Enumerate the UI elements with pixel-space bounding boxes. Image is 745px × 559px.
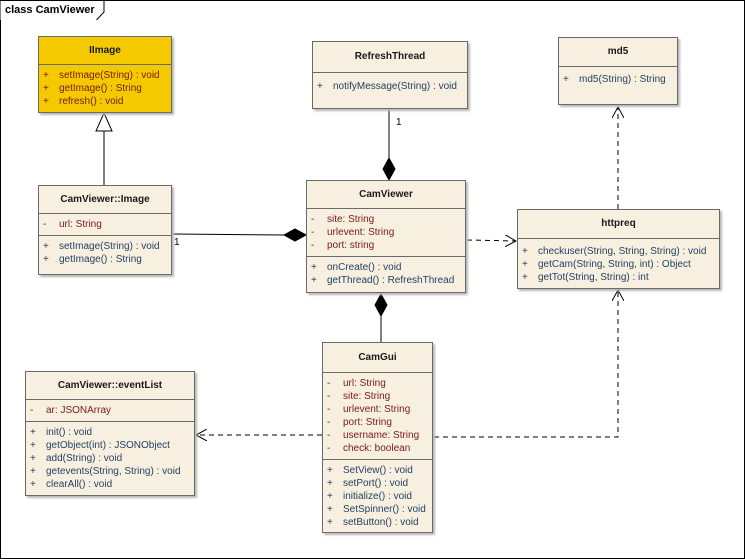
operations-section: +md5(String) : String <box>559 67 677 90</box>
dependency-camgui-httpreq <box>434 290 618 438</box>
operation: +add(String) : void <box>30 453 123 464</box>
attribute: -username: String <box>327 430 420 441</box>
class-name: CamViewer <box>307 181 465 209</box>
operation: +init() : void <box>30 427 93 438</box>
operations-section: +SetView() : void +setPort() : void +ini… <box>323 460 432 533</box>
operations-section: +setImage(String) : void +getImage() : S… <box>39 65 171 112</box>
operations-section: +init() : void +getObject(int) : JSONObj… <box>26 422 194 495</box>
class-name: CamViewer::Image <box>39 186 171 214</box>
operation: +initialize() : void <box>327 491 412 502</box>
multiplicity-refreshthread: 1 <box>396 117 402 128</box>
composition-image-camviewer <box>172 228 308 242</box>
class-httpreq[interactable]: httpreq +checkuser(String, String, Strin… <box>517 209 720 289</box>
operation: +notifyMessage(String) : void <box>317 81 457 92</box>
operations-section: +checkuser(String, String, String) : voi… <box>518 239 719 288</box>
operation: +refresh() : void <box>43 96 124 107</box>
operation: +getevents(String, String) : void <box>30 466 181 477</box>
attribute: -port: String <box>327 417 392 428</box>
frame-label: class CamViewer <box>5 4 95 16</box>
operation: +getImage() : String <box>43 83 142 94</box>
attribute: -site: String <box>311 214 375 225</box>
operations-section: +notifyMessage(String) : void <box>313 73 467 97</box>
operation: +setImage(String) : void <box>43 70 160 81</box>
operation: +getObject(int) : JSONObject <box>30 440 170 451</box>
attribute: -check: boolean <box>327 443 411 454</box>
class-md5[interactable]: md5 +md5(String) : String <box>558 37 678 105</box>
operation: +setButton() : void <box>327 517 419 528</box>
multiplicity-image: 1 <box>174 237 180 248</box>
class-name: CamViewer::eventList <box>26 372 194 400</box>
attribute: -url: String <box>43 219 102 230</box>
operation: +setImage(String) : void <box>43 241 160 252</box>
attributes-section: -site: String -urlevent: String -port: s… <box>307 209 465 257</box>
operations-section: +setImage(String) : void +getImage() : S… <box>39 236 171 270</box>
operation: +SetSpinner() : void <box>327 504 426 515</box>
realization-image-iimage <box>95 111 113 185</box>
operation: +md5(String) : String <box>563 74 666 85</box>
class-camviewer-image[interactable]: CamViewer::Image -url: String +setImage(… <box>38 185 172 275</box>
operation: +clearAll() : void <box>30 479 113 490</box>
composition-refreshthread-camviewer <box>382 109 396 182</box>
operation: +getTot(String, String) : int <box>522 272 649 283</box>
operation: +checkuser(String, String, String) : voi… <box>522 246 707 257</box>
class-camviewer[interactable]: CamViewer -site: String -urlevent: Strin… <box>306 180 466 293</box>
attribute: -urlevent: String <box>327 404 411 415</box>
operation: +getCam(String, String, int) : Object <box>522 259 691 270</box>
attribute: -site: String <box>327 391 391 402</box>
attribute: -ar: JSONArray <box>30 405 112 416</box>
attribute: -url: String <box>327 378 386 389</box>
class-name: CamGui <box>323 343 432 373</box>
class-refreshthread[interactable]: RefreshThread +notifyMessage(String) : v… <box>312 41 468 109</box>
operation: +onCreate() : void <box>311 262 402 273</box>
frame-tab <box>0 0 105 20</box>
attribute: -port: string <box>311 240 375 251</box>
class-iimage[interactable]: IImage +setImage(String) : void +getImag… <box>38 36 172 113</box>
operation: +getImage() : String <box>43 254 142 265</box>
attributes-section: -url: String <box>39 214 171 236</box>
class-camgui[interactable]: CamGui -url: String -site: String -urlev… <box>322 342 433 533</box>
dependency-camviewer-httpreq <box>466 240 516 241</box>
operations-section: +onCreate() : void +getThread() : Refres… <box>307 257 465 291</box>
class-name: IImage <box>39 37 171 65</box>
composition-camgui-camviewer <box>374 292 388 342</box>
class-name: httpreq <box>518 210 719 239</box>
attribute: -urlevent: String <box>311 227 395 238</box>
class-eventlist[interactable]: CamViewer::eventList -ar: JSONArray +ini… <box>25 371 195 496</box>
operation: +SetView() : void <box>327 465 413 476</box>
operation: +setPort() : void <box>327 478 409 489</box>
class-name: RefreshThread <box>313 42 467 73</box>
operation: +getThread() : RefreshThread <box>311 275 455 286</box>
attributes-section: -ar: JSONArray <box>26 400 194 422</box>
attributes-section: -url: String -site: String -urlevent: St… <box>323 373 432 460</box>
class-name: md5 <box>559 38 677 67</box>
